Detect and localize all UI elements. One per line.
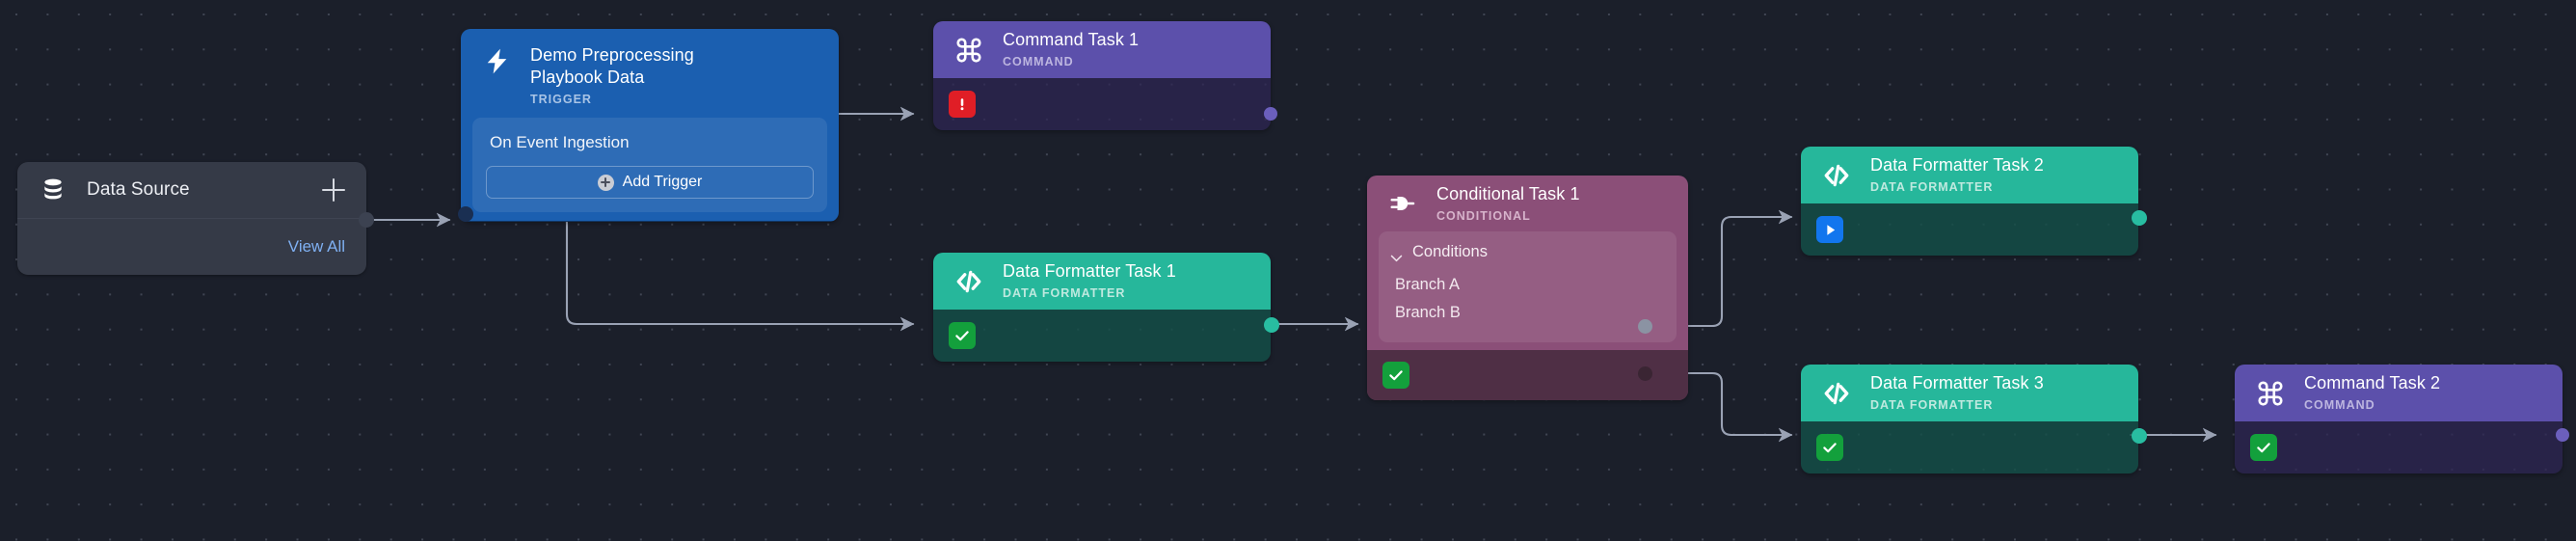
data-formatter-task-1-subtitle: DATA FORMATTER [1003,286,1126,300]
add-trigger-button[interactable]: Add Trigger [486,166,814,199]
command-icon [953,34,985,67]
add-data-source-plus-icon[interactable] [322,178,345,202]
node-data-formatter-task-2[interactable]: Data Formatter Task 2 DATA FORMATTER [1801,147,2138,256]
branch-row-a[interactable]: Branch A [1390,271,1663,299]
data-formatter-task-3-title: Data Formatter Task 3 [1870,373,2044,392]
command-task-2-output-port[interactable] [2556,428,2569,442]
branch-a-output-port[interactable] [1638,319,1652,334]
status-badge-success[interactable] [1382,362,1409,389]
status-badge-success[interactable] [949,322,976,349]
conditions-label: Conditions [1412,243,1488,260]
code-icon [1820,377,1853,410]
data-formatter-task-3-subtitle: DATA FORMATTER [1870,398,1994,412]
data-formatter-task-1-footer [933,310,1271,362]
branch-b-label: Branch B [1395,304,1461,321]
command-task-1-title: Command Task 1 [1003,30,1140,49]
data-formatter-task-2-title-block: Data Formatter Task 2 DATA FORMATTER [1870,154,2057,196]
data-formatter-task-3-header: Data Formatter Task 3 DATA FORMATTER [1801,365,2138,421]
status-badge-success[interactable] [1816,434,1843,461]
command-task-1-subtitle: COMMAND [1003,55,1074,68]
conditions-toggle[interactable]: Conditions [1390,243,1663,261]
command-task-2-subtitle: COMMAND [2304,398,2375,412]
status-badge-success[interactable] [2250,434,2277,461]
data-source-title: Data Source [87,179,190,200]
data-formatter-task-2-output-port[interactable] [2132,210,2147,226]
status-badge-error[interactable] [949,91,976,118]
data-formatter-task-2-header: Data Formatter Task 2 DATA FORMATTER [1801,147,2138,203]
conditional-task-1-header: Conditional Task 1 CONDITIONAL [1367,176,1688,231]
trigger-subtitle: TRIGGER [530,93,592,106]
trigger-panel: On Event Ingestion Add Trigger [472,118,827,212]
conditional-task-1-subtitle: CONDITIONAL [1436,208,1531,223]
database-icon [40,177,66,203]
data-formatter-task-1-title-block: Data Formatter Task 1 DATA FORMATTER [1003,260,1190,302]
node-data-formatter-task-3[interactable]: Data Formatter Task 3 DATA FORMATTER [1801,365,2138,473]
plus-circle-icon [597,174,614,191]
lightning-bolt-icon [480,44,513,77]
branch-a-label: Branch A [1395,276,1460,293]
edge-trigger-to-formatter1 [471,212,915,332]
data-source-output-port[interactable] [359,212,374,228]
code-icon [953,265,985,298]
command-task-2-title: Command Task 2 [2304,373,2441,392]
conditional-task-1-footer [1367,350,1688,400]
data-formatter-task-1-output-port[interactable] [1264,317,1279,333]
chevron-down-icon [1390,249,1403,261]
command-task-2-header: Command Task 2 COMMAND [2235,365,2563,421]
conditional-plug-icon [1386,187,1419,220]
command-task-1-title-block: Command Task 1 COMMAND [1003,29,1152,70]
node-conditional-task-1[interactable]: Conditional Task 1 CONDITIONAL Condition… [1367,176,1688,400]
command-task-2-title-block: Command Task 2 COMMAND [2304,372,2454,414]
conditional-task-1-title: Conditional Task 1 [1436,183,1580,203]
trigger-title: Demo Preprocessing Playbook Data [530,45,694,87]
node-command-task-1[interactable]: Command Task 1 COMMAND [933,21,1271,130]
node-command-task-2[interactable]: Command Task 2 COMMAND [2235,365,2563,473]
trigger-title-block: Demo Preprocessing Playbook Data TRIGGER [530,44,733,108]
command-task-1-footer [933,78,1271,130]
command-task-1-output-port[interactable] [1264,107,1277,121]
trigger-event-label: On Event Ingestion [490,133,630,151]
data-formatter-task-3-title-block: Data Formatter Task 3 DATA FORMATTER [1870,372,2057,414]
data-source-header: Data Source [17,162,366,219]
trigger-output-port[interactable] [458,206,473,222]
view-all-link[interactable]: View All [287,236,345,256]
command-icon [2254,377,2287,410]
data-formatter-task-1-header: Data Formatter Task 1 DATA FORMATTER [933,253,1271,310]
command-task-1-header: Command Task 1 COMMAND [933,21,1271,78]
conditions-panel: Conditions Branch A Branch B [1379,231,1677,342]
trigger-header: Demo Preprocessing Playbook Data TRIGGER [461,29,839,118]
code-icon [1820,159,1853,192]
add-trigger-label: Add Trigger [622,174,703,190]
data-formatter-task-2-footer [1801,203,2138,256]
conditional-task-1-title-block: Conditional Task 1 CONDITIONAL [1436,183,1594,225]
node-data-formatter-task-1[interactable]: Data Formatter Task 1 DATA FORMATTER [933,253,1271,362]
command-task-2-footer [2235,421,2563,473]
data-formatter-task-2-title: Data Formatter Task 2 [1870,155,2044,175]
data-formatter-task-3-output-port[interactable] [2132,428,2147,444]
data-formatter-task-1-title: Data Formatter Task 1 [1003,261,1176,281]
data-formatter-task-3-footer [1801,421,2138,473]
data-source-footer: View All [17,219,366,274]
trigger-footer [461,221,839,222]
status-badge-running[interactable] [1816,216,1843,243]
data-source-card[interactable]: Data Source View All [17,162,366,275]
branch-row-b[interactable]: Branch B [1390,299,1663,327]
data-formatter-task-2-subtitle: DATA FORMATTER [1870,180,1994,194]
branch-b-output-port[interactable] [1638,366,1652,381]
node-trigger-demo-preprocessing[interactable]: Demo Preprocessing Playbook Data TRIGGER… [461,29,839,222]
